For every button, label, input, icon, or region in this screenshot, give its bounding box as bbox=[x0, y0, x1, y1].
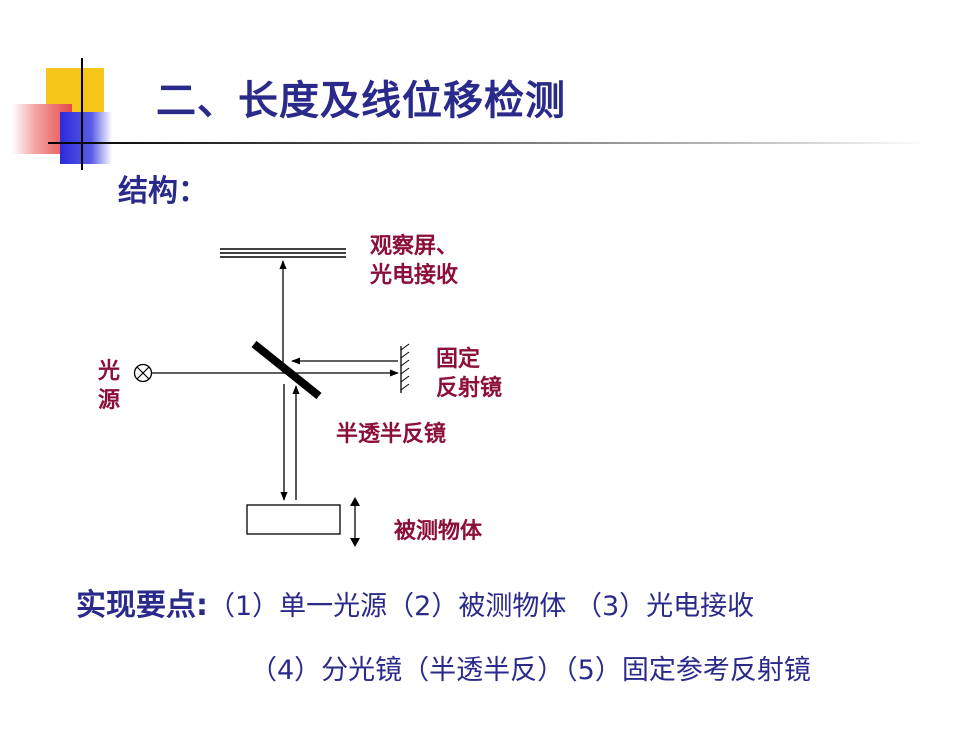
summary-points-1: （1）单一光源（2）被测物体 （3）光电接收 bbox=[208, 591, 755, 622]
fixed-mirror-label: 固定 反射镜 bbox=[436, 347, 503, 401]
fixed-reflector-icon bbox=[400, 343, 410, 393]
summary-line-1: 实现要点:（1）单一光源（2）被测物体 （3）光电接收 bbox=[76, 580, 754, 624]
object-label: 被测物体 bbox=[394, 519, 483, 544]
title-underline bbox=[48, 142, 928, 144]
source-label: 光 源 bbox=[98, 359, 121, 413]
observation-screen bbox=[220, 248, 346, 258]
measured-object bbox=[246, 504, 341, 535]
beam-splitter bbox=[251, 340, 322, 400]
light-source-icon bbox=[133, 363, 153, 383]
screen-label: 观察屏、 光电接收 bbox=[370, 234, 459, 288]
splitter-label: 半透半反镜 bbox=[336, 422, 447, 447]
section-subtitle: 结构： bbox=[118, 174, 208, 209]
decor-vertical-line bbox=[81, 58, 83, 170]
summary-heading: 实现要点: bbox=[76, 588, 208, 623]
summary-line-2: （4）分光镜（半透半反）（5）固定参考反射镜 bbox=[250, 655, 811, 686]
displacement-arrow-icon bbox=[350, 497, 360, 547]
decor-blue-square bbox=[60, 112, 112, 164]
page-title: 二、长度及线位移检测 bbox=[156, 78, 566, 124]
